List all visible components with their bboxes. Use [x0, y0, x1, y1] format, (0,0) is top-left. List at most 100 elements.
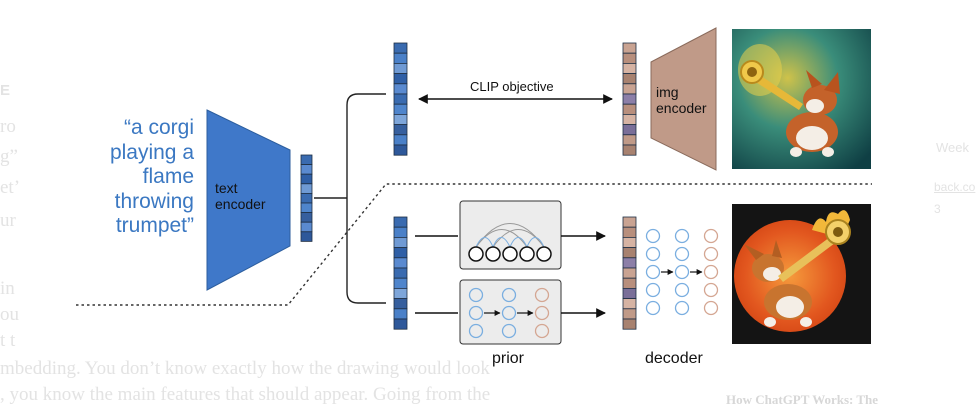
embedding-cell — [393, 42, 408, 54]
embedding-cell — [622, 226, 637, 238]
bg-text-line: et’ — [0, 177, 21, 198]
bracket-connector — [346, 93, 386, 304]
embedding-cell — [393, 247, 408, 259]
embedding-cell — [393, 257, 408, 269]
generated-image-bottom — [732, 204, 871, 344]
embedding-cell — [622, 267, 637, 279]
img-encoder-label-line1: img — [656, 84, 679, 100]
bg-text-line: g” — [0, 146, 18, 167]
embedding-cell — [393, 236, 408, 248]
embedding-cell — [393, 226, 408, 238]
network-node — [501, 323, 517, 339]
clip-objective-label: CLIP objective — [470, 79, 554, 94]
embedding-cell — [622, 83, 637, 95]
network-node — [534, 305, 550, 321]
embedding-cell — [300, 202, 313, 214]
embedding-cell — [393, 114, 408, 126]
prior-autoregressive-box — [459, 200, 562, 270]
embedding-cell — [393, 63, 408, 75]
decoder-label: decoder — [645, 350, 703, 367]
embedding-cell — [393, 144, 408, 156]
network-node — [645, 300, 661, 316]
embedding-cell — [300, 183, 313, 194]
network-node — [703, 300, 719, 316]
prior-autoregressive-tokens — [468, 246, 552, 262]
embedding-cell — [300, 173, 313, 185]
embedding-cell — [393, 83, 408, 95]
embedding-cell — [622, 287, 637, 299]
embedding-cell — [300, 221, 313, 233]
prior-input-embedding-stack — [393, 216, 408, 330]
network-node — [645, 228, 661, 244]
text-encoder-label: text encoder — [215, 180, 266, 212]
clip-text-embedding-stack — [393, 42, 408, 156]
bg-text-line: mbedding. You don’t know exactly how the… — [0, 358, 490, 379]
bg-text-line: ur — [0, 210, 16, 231]
img-encoder-label: img encoder — [656, 84, 707, 116]
embedding-cell — [622, 144, 637, 156]
img-encoder-block — [650, 27, 717, 171]
embedding-cell — [393, 73, 408, 85]
embedding-cell — [622, 236, 637, 248]
embedding-cell — [393, 287, 408, 299]
embedding-cell — [622, 73, 637, 85]
bg-text-right: back.co — [934, 180, 976, 194]
dashed-separator — [76, 183, 872, 306]
network-node — [534, 287, 550, 303]
network-node — [468, 305, 484, 321]
embedding-cell — [622, 308, 637, 320]
text-embedding-stack — [300, 154, 313, 242]
network-node — [674, 228, 690, 244]
bg-text-line: ro — [0, 116, 16, 137]
embedding-cell — [300, 231, 313, 242]
network-node — [703, 282, 719, 298]
decoder-nodes — [645, 228, 719, 316]
embedding-cell — [622, 52, 637, 64]
prior-output-embedding-stack — [622, 216, 637, 330]
embedding-cell — [393, 103, 408, 115]
clip-image-embedding-stack — [622, 42, 637, 156]
network-node — [534, 323, 550, 339]
embedding-cell — [622, 318, 637, 330]
prior-autoregressive-arcs — [475, 223, 545, 248]
network-node — [645, 246, 661, 262]
network-node — [468, 323, 484, 339]
generated-image-top — [732, 29, 871, 169]
embedding-cell — [622, 63, 637, 75]
network-node — [468, 287, 484, 303]
embedding-cell — [393, 93, 408, 105]
network-node — [501, 305, 517, 321]
text-prompt-caption: “a corgi playing a flame throwing trumpe… — [109, 116, 194, 237]
embedding-cell — [300, 154, 313, 166]
bg-text-heading: E — [0, 82, 11, 99]
bg-text-line: , you know the main features that should… — [0, 384, 491, 405]
embedding-cell — [393, 134, 408, 146]
img-encoder-label-line2: encoder — [656, 100, 707, 116]
network-node — [501, 287, 517, 303]
embedding-cell — [622, 114, 637, 126]
text-encoder-label-line2: encoder — [215, 196, 266, 212]
network-node — [703, 246, 719, 262]
embedding-cell — [393, 52, 408, 64]
bg-text-line: ou — [0, 304, 19, 325]
embedding-cell — [622, 216, 637, 228]
embedding-cell — [393, 318, 408, 330]
embedding-cell — [300, 192, 313, 204]
network-node — [674, 282, 690, 298]
bg-text-right: Week — [936, 140, 969, 155]
embedding-cell — [300, 164, 313, 175]
bg-text-article-link: How ChatGPT Works: The — [726, 392, 879, 407]
network-node — [645, 282, 661, 298]
embedding-cell — [622, 277, 637, 289]
network-node — [703, 228, 719, 244]
embedding-cell — [393, 216, 408, 228]
embedding-cell — [393, 124, 408, 136]
embedding-cell — [393, 277, 408, 289]
embedding-cell — [393, 267, 408, 279]
prior-diffusion-nodes — [468, 287, 550, 339]
text-encoder-block — [206, 109, 291, 291]
embedding-cell — [622, 298, 637, 310]
embedding-cell — [300, 212, 313, 223]
network-node — [674, 300, 690, 316]
embedding-cell — [622, 42, 637, 54]
